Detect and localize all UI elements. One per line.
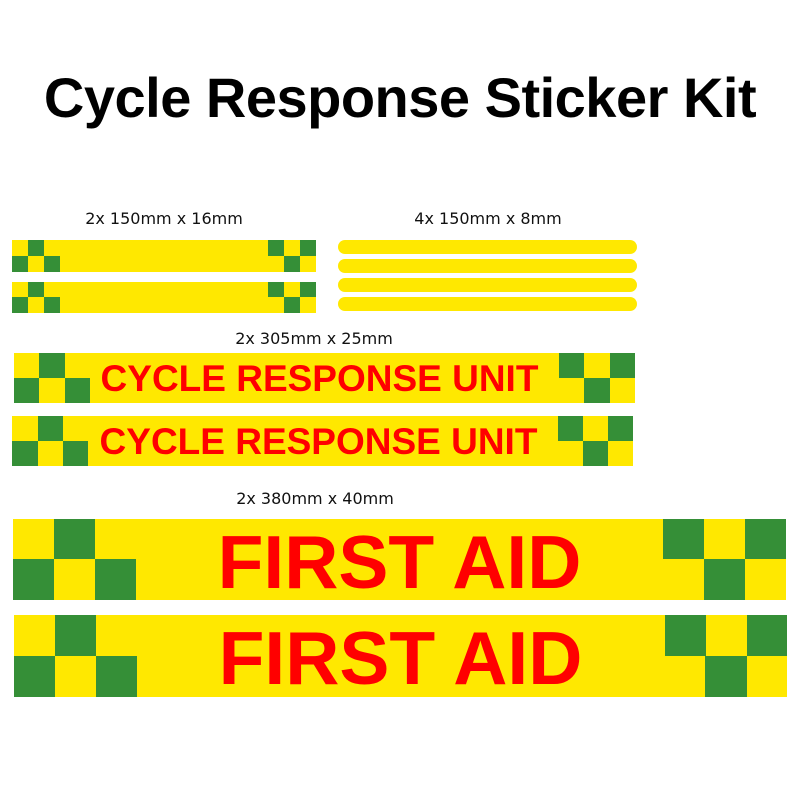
size-label-150x8: 4x 150mm x 8mm (414, 209, 562, 228)
checker-square (12, 297, 28, 313)
checker-square (663, 519, 704, 559)
checker-square (38, 416, 63, 441)
checker-square (610, 353, 635, 378)
checker-square (12, 441, 38, 466)
size-label-380x40: 2x 380mm x 40mm (236, 489, 394, 508)
checker-square (284, 297, 300, 313)
checker-square (28, 282, 44, 297)
checker-square (284, 256, 300, 272)
checker-square (705, 656, 747, 697)
sticker-150x8-2 (338, 259, 637, 273)
checker-square (13, 559, 54, 600)
checker-square (300, 240, 316, 256)
checker-square (559, 353, 584, 378)
checker-square (665, 615, 706, 656)
sticker-text: CYCLE RESPONSE UNIT (100, 358, 539, 399)
checker-square (14, 378, 39, 403)
checker-square (44, 297, 60, 313)
sticker-150x16-2 (12, 282, 316, 313)
checker-square (747, 615, 787, 656)
checker-square (39, 353, 65, 378)
checker-square (268, 282, 284, 297)
sticker-cycle-response-unit-2: CYCLE RESPONSE UNIT (12, 416, 633, 466)
checker-square (65, 378, 90, 403)
checker-square (300, 282, 316, 297)
checker-square (558, 416, 583, 441)
sticker-first-aid-1: FIRST AID (13, 519, 786, 600)
sticker-cycle-response-unit-1: CYCLE RESPONSE UNIT (14, 353, 635, 403)
size-label-150x16: 2x 150mm x 16mm (85, 209, 243, 228)
checker-square (14, 656, 55, 697)
sticker-text: CYCLE RESPONSE UNIT (99, 421, 538, 462)
sticker-150x16-1 (12, 240, 316, 272)
checker-square (96, 656, 137, 697)
checker-square (55, 615, 96, 656)
sticker-150x8-1 (338, 240, 637, 254)
sticker-150x8-3 (338, 278, 637, 292)
checker-square (12, 256, 28, 272)
checker-square (583, 441, 608, 466)
checker-square (268, 240, 284, 256)
checker-square (63, 441, 88, 466)
size-label-305x25: 2x 305mm x 25mm (235, 329, 393, 348)
page-title: Cycle Response Sticker Kit (43, 66, 757, 129)
checker-square (745, 519, 786, 559)
checker-square (44, 256, 60, 272)
sticker-text: FIRST AID (217, 519, 582, 601)
checker-square (608, 416, 633, 441)
checker-square (584, 378, 610, 403)
checker-square (95, 559, 136, 600)
sticker-text: FIRST AID (218, 616, 583, 697)
sticker-150x8-4 (338, 297, 637, 311)
checker-square (54, 519, 95, 559)
checker-square (28, 240, 44, 256)
checker-square (704, 559, 745, 600)
sticker-first-aid-2: FIRST AID (14, 615, 787, 697)
